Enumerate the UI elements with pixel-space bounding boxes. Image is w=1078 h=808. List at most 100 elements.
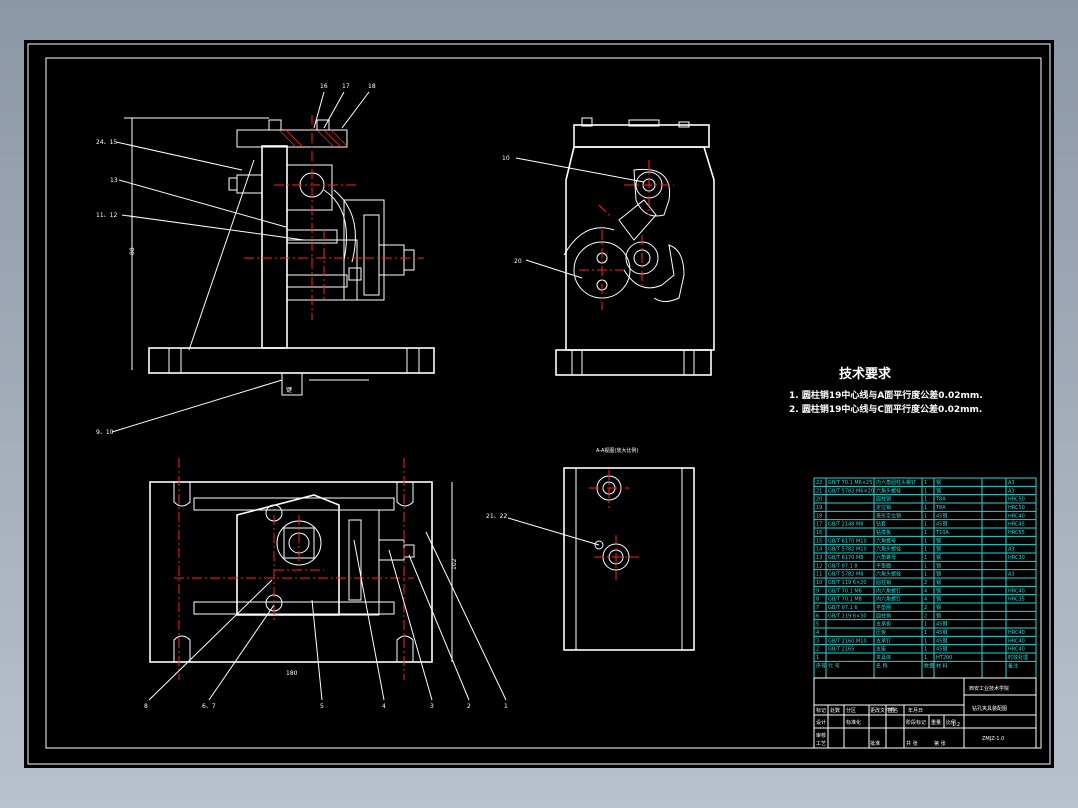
balloon-top-6-7: 6、7 bbox=[202, 703, 216, 710]
svg-text:键: 键 bbox=[286, 386, 292, 394]
tb-change: 更改文件号 bbox=[870, 707, 895, 714]
section-label: A-A视图(放大比例) bbox=[596, 447, 638, 454]
tb-date: 年月日 bbox=[908, 707, 923, 714]
balloon-24-15: 24、15 bbox=[96, 139, 117, 146]
scale: 1:2 bbox=[952, 722, 960, 728]
bom-cell-qty: 1 bbox=[924, 488, 927, 494]
front-base bbox=[148, 347, 435, 374]
bom-cell-name: 圆柱销 bbox=[876, 496, 891, 503]
bom-cell-no: 9 bbox=[816, 588, 819, 594]
bom-cell-code: GB/T 6170 M10 bbox=[828, 538, 867, 544]
bom-cell-note: HRC40 bbox=[1008, 513, 1025, 519]
bom-cell-name: 钻套 bbox=[876, 521, 886, 528]
bom-cell-code: GB/T 70.1 M6 bbox=[828, 588, 862, 594]
bom-header-qty: 数量 bbox=[924, 662, 934, 669]
bom-cell-qty: 1 bbox=[924, 555, 927, 561]
bom-cell-no: 1 bbox=[816, 655, 819, 661]
bom-cell-note: HRC40 bbox=[1008, 647, 1025, 653]
bom-cell-name: 夹具体 bbox=[876, 654, 891, 661]
side-view bbox=[515, 117, 715, 376]
bom-cell-name: 钻模板 bbox=[876, 529, 891, 536]
bom-cell-note: 时效处理 bbox=[1008, 654, 1028, 661]
tb-total-sheets: 共 张 bbox=[906, 740, 918, 747]
bom-header-no: 序号 bbox=[816, 662, 826, 669]
balloon-side-10: 10 bbox=[502, 155, 510, 162]
tb-review: 审核 bbox=[816, 732, 826, 739]
tb-design: 设计 bbox=[816, 719, 826, 726]
tb-zone: 分区 bbox=[846, 707, 856, 714]
bom-cell-mat: 钢 bbox=[936, 596, 941, 603]
bom-cell-name: 压板 bbox=[876, 629, 886, 636]
bom-cell-code: GB/T 5782 M10 bbox=[828, 547, 867, 553]
bom-cell-mat: 45钢 bbox=[936, 629, 947, 636]
bom-cell-name: 平垫圈 bbox=[876, 562, 891, 569]
bom-cell-mat: 钢 bbox=[936, 562, 941, 569]
balloon-17: 17 bbox=[342, 83, 350, 90]
balloon-top-4: 4 bbox=[382, 703, 386, 710]
bom-cell-note: HRC40 bbox=[1008, 630, 1025, 636]
bom-cell-code: GB/T 5782 M8 bbox=[828, 572, 863, 578]
bom-cell-qty: 1 bbox=[924, 655, 927, 661]
section-view bbox=[507, 467, 695, 651]
bom-cell-code: GB/T 6170 M8 bbox=[828, 555, 863, 561]
title-block bbox=[813, 677, 1037, 749]
bom-cell-mat: HT200 bbox=[936, 655, 952, 661]
bom-cell-no: 7 bbox=[816, 605, 819, 611]
drawing-viewport[interactable]: 88 键 16 17 18 24、15 13 11、12 9、10 bbox=[24, 40, 1054, 768]
bom-header-name: 名 称 bbox=[876, 662, 888, 669]
bom-cell-qty: 2 bbox=[924, 580, 927, 586]
bom-cell-code: GB/T 97.1 6 bbox=[828, 605, 858, 611]
note-2: 2. 圆柱销19中心线与C面平行度公差0.02mm. bbox=[789, 403, 982, 415]
balloon-side-20: 20 bbox=[514, 258, 522, 265]
bom-cell-name: 六角头螺栓 bbox=[876, 546, 901, 553]
bom-cell-no: 5 bbox=[816, 622, 819, 628]
school-name: 西安工业技术学院 bbox=[969, 685, 1009, 692]
bom-cell-code: GB/T 119 8×30 bbox=[828, 613, 867, 619]
bom-cell-qty: 1 bbox=[924, 497, 927, 503]
bom-cell-qty: 1 bbox=[924, 622, 927, 628]
bom-cell-mat: 钢 bbox=[936, 571, 941, 578]
balloon-13: 13 bbox=[110, 177, 118, 184]
bom-cell-name: 内六角圆柱头螺钉 bbox=[876, 479, 916, 486]
bom-cell-code: GB/T 5782 M6×20 bbox=[828, 488, 874, 494]
bom-cell-qty: 1 bbox=[924, 505, 927, 511]
bom-cell-mat: 钢 bbox=[936, 537, 941, 544]
bom-cell-qty: 1 bbox=[924, 630, 927, 636]
bom-cell-code: GB/T 2160 M10 bbox=[828, 638, 867, 644]
bom-cell-qty: 1 bbox=[924, 572, 927, 578]
bom-cell-mat: 钢 bbox=[936, 487, 941, 494]
bom-cell-name: 定位销 bbox=[876, 504, 891, 511]
bom-cell-name: 内六角螺钉 bbox=[876, 596, 901, 603]
bom-cell-qty: 2 bbox=[924, 605, 927, 611]
sheet-inner-border bbox=[45, 57, 1042, 749]
bom-cell-name: 菱形定位销 bbox=[876, 512, 901, 519]
bom-cell-no: 18 bbox=[816, 513, 822, 519]
bom-cell-no: 3 bbox=[816, 638, 819, 644]
bom-cell-qty: 4 bbox=[924, 588, 927, 594]
balloon-top-1: 1 bbox=[504, 703, 508, 710]
bom-cell-no: 16 bbox=[816, 530, 822, 536]
bom-cell-name: 六角头螺栓 bbox=[876, 571, 901, 578]
bom-cell-qty: 1 bbox=[924, 522, 927, 528]
tb-weight: 重量 bbox=[931, 719, 941, 726]
tb-approve: 批准 bbox=[870, 740, 880, 747]
bom-header-code: 代 号 bbox=[828, 662, 840, 669]
notes-title: 技术要求 bbox=[839, 366, 892, 382]
bom-cell-code: GB/T 2165 bbox=[828, 647, 854, 653]
drawing-canvas: 88 键 16 17 18 24、15 13 11、12 9、10 bbox=[27, 43, 1051, 765]
bom-cell-qty: 1 bbox=[924, 647, 927, 653]
bom-cell-no: 2 bbox=[816, 647, 819, 653]
bom-cell-mat: T8A bbox=[935, 497, 946, 503]
bom-cell-no: 22 bbox=[816, 480, 822, 486]
bom-cell-note: A3 bbox=[1008, 488, 1015, 494]
bom-cell-name: 圆柱销 bbox=[876, 579, 891, 586]
svg-text:102: 102 bbox=[451, 558, 458, 570]
tb-ratio: 比例 bbox=[946, 719, 956, 726]
bom-cell-note: HRC30 bbox=[1008, 555, 1025, 561]
drawing-name: 钻孔夹具装配图 bbox=[972, 705, 1007, 712]
balloon-16: 16 bbox=[320, 83, 328, 90]
bom-cell-name: 平垫圈 bbox=[876, 604, 891, 611]
svg-text:88: 88 bbox=[129, 247, 136, 255]
bom-cell-note: HRC35 bbox=[1008, 597, 1025, 603]
bom-cell-qty: 1 bbox=[924, 513, 927, 519]
